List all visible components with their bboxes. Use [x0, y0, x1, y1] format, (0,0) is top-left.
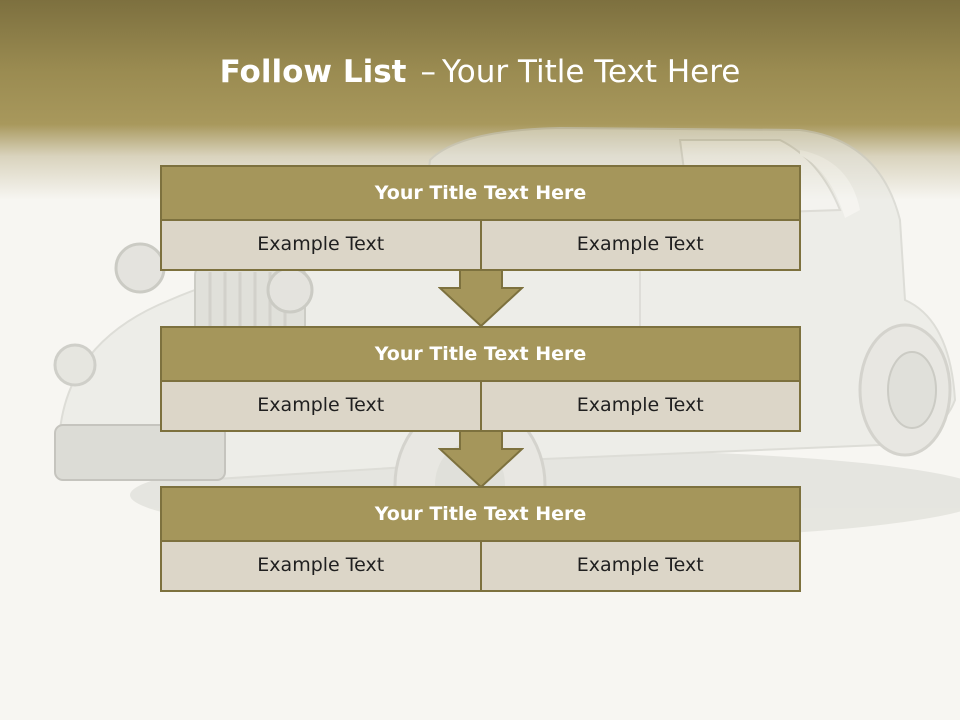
step-title: Your Title Text Here — [160, 326, 801, 382]
title-rest: Your Title Text Here — [441, 54, 741, 90]
step-cell-left: Example Text — [257, 233, 385, 255]
step-title: Your Title Text Here — [160, 165, 801, 221]
step-block-3: Your Title Text Here Example Text Exampl… — [160, 486, 801, 592]
step-title: Your Title Text Here — [160, 486, 801, 542]
step-cell-right: Example Text — [479, 221, 800, 269]
step-row: Example Text Example Text — [160, 382, 801, 432]
step-cell-left: Example Text — [257, 554, 385, 576]
down-arrow-icon — [438, 431, 524, 489]
step-cell-right: Example Text — [479, 382, 800, 430]
step-cell-right: Example Text — [479, 542, 800, 590]
down-arrow-icon — [438, 270, 524, 328]
step-cell-left: Example Text — [257, 394, 385, 416]
step-block-1: Your Title Text Here Example Text Exampl… — [160, 165, 801, 271]
title-separator: – — [420, 54, 436, 90]
step-row: Example Text Example Text — [160, 542, 801, 592]
step-block-2: Your Title Text Here Example Text Exampl… — [160, 326, 801, 432]
title-bold: Follow List — [219, 54, 407, 90]
slide-title: Follow List–Your Title Text Here — [0, 54, 960, 90]
step-row: Example Text Example Text — [160, 221, 801, 271]
